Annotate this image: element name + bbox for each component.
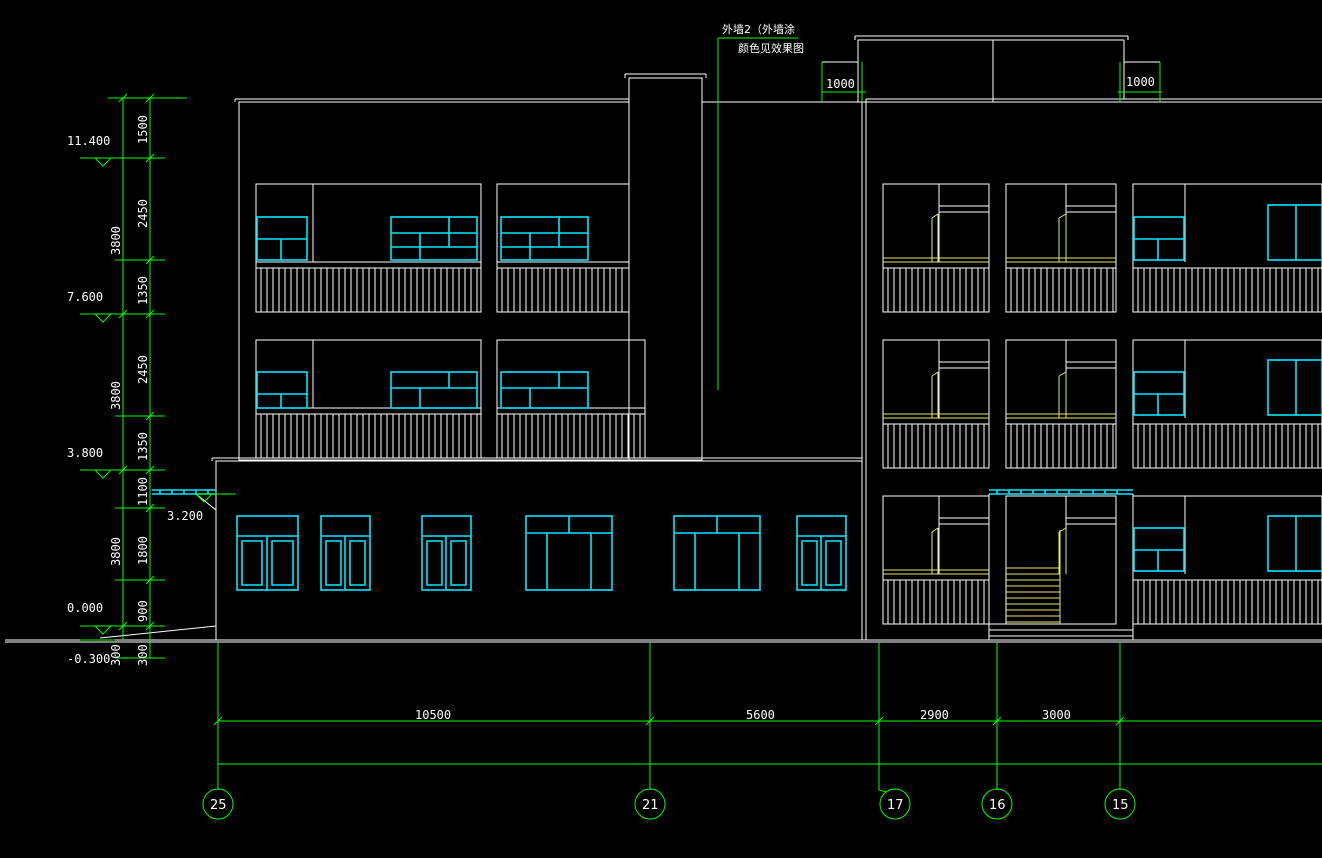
total-dim-plinth: 300 bbox=[109, 644, 123, 666]
elevation-mark-minus-0300: -0.300 bbox=[67, 652, 110, 666]
axis-label-16: 16 bbox=[989, 798, 1006, 813]
elevation-mark-7600: 7.600 bbox=[67, 290, 103, 304]
axis-bubble-17 bbox=[879, 788, 911, 820]
canopies bbox=[152, 489, 1134, 640]
part-dim-2450-upper: 2450 bbox=[136, 199, 150, 228]
span-dim-10500: 10500 bbox=[415, 708, 451, 722]
part-dim-1350-upper: 1350 bbox=[136, 276, 150, 305]
total-dim-floor-3: 3800 bbox=[109, 226, 123, 255]
horizontal-dimension-lines bbox=[213, 642, 1322, 790]
part-dim-1100: 1100 bbox=[136, 477, 150, 506]
axis-bubble-25 bbox=[202, 788, 234, 820]
elevation-mark-3800: 3.800 bbox=[67, 446, 103, 460]
right-block-bays bbox=[882, 183, 1322, 637]
total-dim-floor-2: 3800 bbox=[109, 381, 123, 410]
part-dim-1500: 1500 bbox=[136, 115, 150, 144]
axis-bubble-16 bbox=[981, 788, 1013, 820]
building-outline bbox=[5, 35, 1322, 643]
part-dim-900: 900 bbox=[136, 600, 150, 622]
axis-label-21: 21 bbox=[642, 798, 659, 813]
stair-details bbox=[883, 213, 1116, 624]
roof-dim-left: 1000 bbox=[826, 77, 855, 91]
span-dim-3000: 3000 bbox=[1042, 708, 1071, 722]
annotation-line-1: 外墙2（外墙涂 bbox=[722, 22, 795, 36]
right-railings bbox=[883, 267, 1322, 624]
part-dim-2450-lower: 2450 bbox=[136, 355, 150, 384]
vertical-dimension-lines bbox=[80, 93, 236, 659]
axis-bubble-15 bbox=[1104, 788, 1136, 820]
elevation-mark-11400: 11.400 bbox=[67, 134, 110, 148]
part-dim-300: 300 bbox=[136, 644, 150, 666]
part-dim-1800: 1800 bbox=[136, 536, 150, 565]
axis-label-17: 17 bbox=[887, 798, 904, 813]
part-dim-1350-lower: 1350 bbox=[136, 432, 150, 461]
span-dim-2900: 2900 bbox=[920, 708, 949, 722]
span-dim-5600: 5600 bbox=[746, 708, 775, 722]
windows bbox=[236, 204, 1322, 591]
axis-label-25: 25 bbox=[210, 798, 227, 813]
annotation-leader bbox=[717, 37, 798, 390]
roof-dim-right: 1000 bbox=[1126, 75, 1155, 89]
annotation-line-2: 颜色见效果图 bbox=[738, 41, 804, 55]
roof-dimension-lines bbox=[821, 62, 1162, 102]
total-dim-floor-1: 3800 bbox=[109, 537, 123, 566]
elevation-mark-3200: 3.200 bbox=[167, 509, 203, 523]
axis-bubble-21 bbox=[634, 788, 666, 820]
axis-label-15: 15 bbox=[1112, 798, 1129, 813]
elevation-mark-0000: 0.000 bbox=[67, 601, 103, 615]
axis-bubbles bbox=[202, 788, 1136, 820]
left-block-balconies bbox=[255, 183, 646, 459]
left-railings bbox=[256, 267, 645, 458]
